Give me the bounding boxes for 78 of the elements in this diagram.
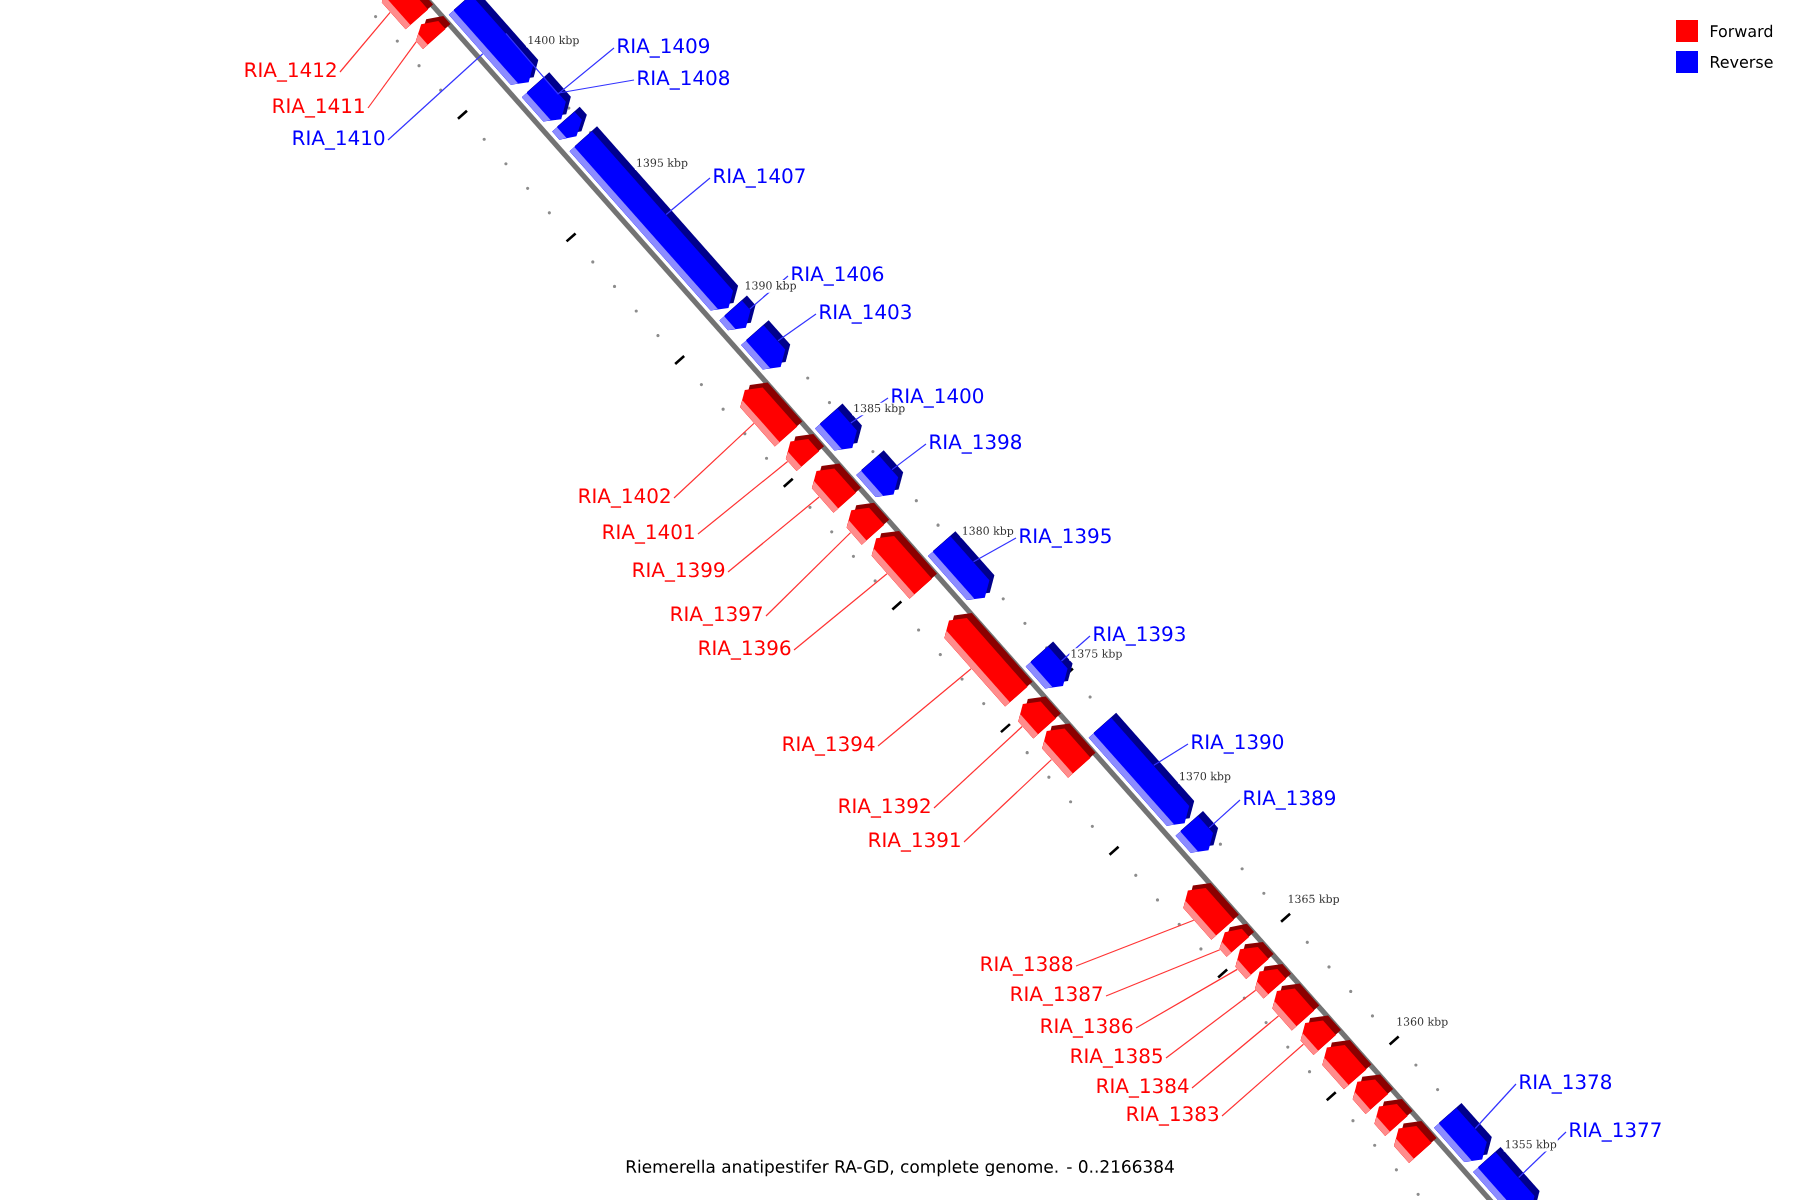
gene-block bbox=[856, 450, 904, 498]
gene-label: RIA_1383 bbox=[1127, 1106, 1218, 1126]
leader-line bbox=[697, 460, 789, 535]
gene-label: RIA_1409 bbox=[618, 38, 710, 58]
gene-label: RIA_1378 bbox=[1520, 1074, 1612, 1094]
leader-line bbox=[793, 573, 888, 651]
gene-block bbox=[521, 72, 571, 122]
leader-line bbox=[933, 725, 1023, 809]
gene-block bbox=[944, 613, 1033, 707]
gene-label: RIA_1377 bbox=[1570, 1122, 1661, 1142]
leader-line bbox=[1105, 949, 1221, 997]
gene-label: RIA_1397 bbox=[671, 606, 762, 626]
gene-block bbox=[740, 382, 803, 447]
leader-line bbox=[972, 537, 1017, 563]
caption: Riemerella anatipestifer RA-GD, complete genome. - 0..2166384 bbox=[626, 1159, 1174, 1177]
gene-label: RIA_1390 bbox=[1192, 734, 1284, 754]
leader-line bbox=[367, 41, 417, 109]
gene-label: RIA_1389 bbox=[1244, 790, 1335, 810]
gene-label: RIA_1406 bbox=[792, 266, 884, 286]
leader-line bbox=[765, 532, 852, 617]
gene-label: RIA_1398 bbox=[930, 434, 1022, 454]
gene-label: RIA_1410 bbox=[293, 130, 385, 150]
leader-line bbox=[1191, 1015, 1280, 1089]
gene-label: RIA_1384 bbox=[1097, 1078, 1189, 1098]
gene-block bbox=[741, 320, 791, 370]
gene-block bbox=[552, 106, 587, 140]
gene-label: RIA_1387 bbox=[1011, 986, 1102, 1006]
gene-label: RIA_1386 bbox=[1041, 1018, 1133, 1038]
leader-line bbox=[891, 443, 927, 471]
gene-label: RIA_1408 bbox=[638, 70, 730, 90]
leader-line bbox=[727, 496, 820, 573]
leader-line bbox=[1075, 919, 1195, 967]
leader-line bbox=[505, 32, 615, 95]
gene-block bbox=[785, 434, 825, 472]
leader-line bbox=[1221, 1043, 1305, 1117]
leader-line bbox=[1060, 635, 1091, 662]
gene-block bbox=[1175, 810, 1219, 853]
gene-label: RIA_1385 bbox=[1071, 1048, 1162, 1068]
gene-label: RIA_1394 bbox=[783, 736, 875, 756]
gene-label: RIA_1396 bbox=[699, 640, 791, 660]
gene-label: RIA_1401 bbox=[603, 524, 694, 544]
gene-label: RIA_1407 bbox=[714, 168, 805, 188]
gene-block bbox=[927, 531, 995, 601]
gene-label: RIA_1391 bbox=[869, 832, 960, 852]
gene-block bbox=[1473, 1147, 1540, 1200]
gene-label: RIA_1402 bbox=[579, 488, 670, 508]
leader-line bbox=[558, 79, 635, 94]
gene-block bbox=[1025, 641, 1073, 689]
gene-block bbox=[415, 16, 451, 49]
gene-block bbox=[871, 530, 937, 599]
gene-label: RIA_1411 bbox=[273, 98, 364, 118]
gene-label: RIA_1400 bbox=[892, 388, 984, 408]
gene-label: RIA_1399 bbox=[633, 562, 725, 582]
gene-label: RIA_1393 bbox=[1094, 626, 1185, 646]
gene-label: RIA_1412 bbox=[245, 62, 336, 82]
leader-line bbox=[1135, 968, 1238, 1029]
leader-line bbox=[1165, 989, 1257, 1059]
gene-block bbox=[1434, 1102, 1492, 1162]
gene-label: RIA_1392 bbox=[839, 798, 930, 818]
leader-line bbox=[665, 177, 711, 216]
leader-line bbox=[673, 422, 755, 499]
gene-label: RIA_1403 bbox=[820, 304, 911, 324]
leader-line bbox=[877, 668, 972, 747]
leader-line bbox=[1153, 743, 1189, 766]
gene-label: RIA_1388 bbox=[981, 956, 1073, 976]
gene-block bbox=[1183, 883, 1239, 940]
gene-block bbox=[1394, 1121, 1437, 1163]
leader-line bbox=[339, 11, 391, 73]
leader-line bbox=[963, 759, 1053, 843]
gene-block bbox=[1042, 723, 1096, 778]
gene-block bbox=[1322, 1040, 1372, 1090]
gene-label: RIA_1395 bbox=[1020, 528, 1111, 548]
leader-line bbox=[1474, 1083, 1517, 1130]
leader-line bbox=[777, 313, 817, 342]
gene-block bbox=[811, 463, 861, 513]
leader-line bbox=[387, 53, 484, 141]
gene-block bbox=[719, 295, 756, 331]
leader-line bbox=[1208, 799, 1241, 829]
